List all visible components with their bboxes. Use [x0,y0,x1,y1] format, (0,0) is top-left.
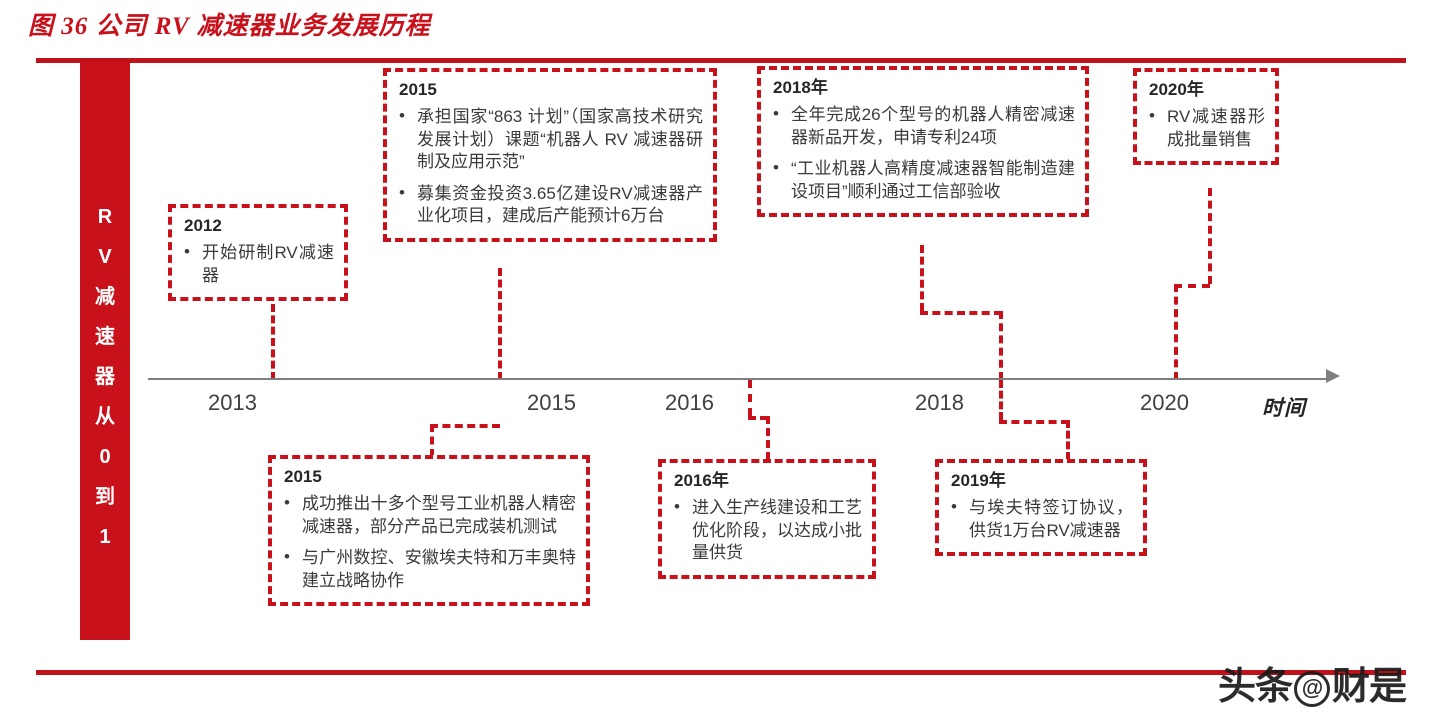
list-item-text: 成功推出十多个型号工业机器人精密减速器，部分产品已完成装机测试 [302,494,576,536]
event-card-2020: 2020年 • RV减速器形成批量销售 [1133,68,1279,166]
connector-2015-top-a [498,268,502,380]
card-year: 2019年 [951,471,1006,490]
timeline-axis [148,378,1332,380]
connector-2019-a [999,380,1003,420]
bullet-icon: • [184,242,190,262]
banner-char: 速 [95,326,115,348]
bullet-icon: • [951,497,957,517]
card-items: • 承担国家“863 计划”（国家高技术研究发展计划）课题“机器人 RV 减速器研… [397,106,703,227]
watermark-right: 财是 [1332,666,1407,708]
timeline-arrow-icon [1326,369,1340,383]
event-card-2018: 2018年 • 全年完成26个型号的机器人精密减速器新品开发，申请专利24项 • “… [757,66,1089,218]
card-year: 2012 [184,216,222,235]
list-item: • 募集资金投资3.65亿建设RV减速器产业化项目，建成后产能预计6万台 [397,183,703,228]
banner-char: 器 [95,366,115,388]
top-rule [36,58,1406,63]
connector-2019-b [1066,420,1070,460]
event-card-2016: 2016年 • 进入生产线建设和工艺优化阶段，以达成小批量供货 [658,459,876,579]
list-item-text: 与埃夫特签订协议，供货1万台RV减速器 [969,498,1133,540]
bottom-rule [36,670,1406,675]
connector-2018-h [920,311,1002,315]
list-item-text: 承担国家“863 计划”（国家高技术研究发展计划）课题“机器人 RV 减速器研制… [417,107,703,172]
vertical-banner: R V 减 速 器 从 0 到 1 [80,62,130,640]
event-card-2019: 2019年 • 与埃夫特签订协议，供货1万台RV减速器 [935,459,1147,557]
connector-2020-b [1174,284,1178,380]
connector-2018-a [920,245,924,311]
connector-2020-a [1208,188,1212,284]
connector-2012 [271,304,275,380]
event-card-2012: 2012 • 开始研制RV减速器 [168,204,348,302]
connector-2018-b [999,311,1003,380]
bullet-icon: • [284,547,290,567]
connector-2016-b [766,416,770,460]
card-year: 2015 [399,80,437,99]
card-items: • 与埃夫特签订协议，供货1万台RV减速器 [949,497,1133,542]
list-item-text: 募集资金投资3.65亿建设RV减速器产业化项目，建成后产能预计6万台 [417,183,703,226]
axis-tick-2013: 2013 [208,390,257,415]
bullet-icon: • [399,182,405,202]
list-item: • 进入生产线建设和工艺优化阶段，以达成小批量供货 [672,497,862,564]
bullet-icon: • [399,106,405,126]
axis-tick-2018: 2018 [915,390,964,415]
list-item: • 全年完成26个型号的机器人精密减速器新品开发，申请专利24项 [771,104,1075,149]
event-card-2015-top: 2015 • 承担国家“863 计划”（国家高技术研究发展计划）课题“机器人 RV… [383,68,717,242]
watermark: 头条@财是 [1218,655,1407,710]
bullet-icon: • [1149,106,1155,126]
banner-char: 减 [95,286,115,308]
connector-2016-h [748,416,768,420]
page-title: 图 36 公司 RV 减速器业务发展历程 [28,13,431,40]
list-item: • “工业机器人高精度减速器智能制造建设项目”顺利通过工信部验收 [771,158,1075,203]
connector-2015-bridge-h [430,424,500,428]
event-card-2015-bottom: 2015 • 成功推出十多个型号工业机器人精密减速器，部分产品已完成装机测试 • 与… [268,455,590,607]
bullet-icon: • [773,158,779,178]
card-items: • 成功推出十多个型号工业机器人精密减速器，部分产品已完成装机测试 • 与广州数控、… [282,493,576,592]
axis-label-time: 时间 [1262,397,1306,420]
banner-char: V [98,246,112,268]
banner-char: R [97,206,113,228]
list-item: • RV减速器形成批量销售 [1147,106,1265,151]
card-items: • 开始研制RV减速器 [182,242,334,287]
list-item-text: “工业机器人高精度减速器智能制造建设项目”顺利通过工信部验收 [791,159,1075,201]
bullet-icon: • [284,493,290,513]
banner-char: 0 [99,446,111,468]
list-item: • 承担国家“863 计划”（国家高技术研究发展计划）课题“机器人 RV 减速器研… [397,106,703,173]
connector-2019-h [999,420,1069,424]
banner-char: 从 [95,406,115,428]
bullet-icon: • [674,497,680,517]
connector-2016-a [748,380,752,416]
axis-tick-2020: 2020 [1140,390,1189,415]
list-item: • 开始研制RV减速器 [182,242,334,287]
watermark-left: 头条 [1218,666,1293,708]
bullet-icon: • [773,104,779,124]
list-item-text: 进入生产线建设和工艺优化阶段，以达成小批量供货 [692,498,862,563]
list-item-text: 开始研制RV减速器 [202,243,334,285]
at-icon: @ [1294,671,1331,707]
list-item: • 与埃夫特签订协议，供货1万台RV减速器 [949,497,1133,542]
connector-2015-bridge-v [430,424,434,457]
card-items: • 进入生产线建设和工艺优化阶段，以达成小批量供货 [672,497,862,564]
list-item-text: RV减速器形成批量销售 [1167,107,1265,149]
axis-tick-2015: 2015 [527,390,576,415]
list-item-text: 全年完成26个型号的机器人精密减速器新品开发，申请专利24项 [791,105,1075,147]
list-item: • 与广州数控、安徽埃夫特和万丰奥特建立战略协作 [282,547,576,592]
banner-char: 1 [99,526,111,548]
list-item: • 成功推出十多个型号工业机器人精密减速器，部分产品已完成装机测试 [282,493,576,538]
connector-2020-h [1174,284,1210,288]
card-year: 2018年 [773,78,828,97]
card-year: 2015 [284,467,322,486]
banner-char: 到 [95,486,115,508]
list-item-text: 与广州数控、安徽埃夫特和万丰奥特建立战略协作 [302,548,576,590]
card-year: 2016年 [674,471,729,490]
card-items: • 全年完成26个型号的机器人精密减速器新品开发，申请专利24项 • “工业机器人高… [771,104,1075,203]
axis-tick-2016: 2016 [665,390,714,415]
card-items: • RV减速器形成批量销售 [1147,106,1265,151]
card-year: 2020年 [1149,80,1204,99]
